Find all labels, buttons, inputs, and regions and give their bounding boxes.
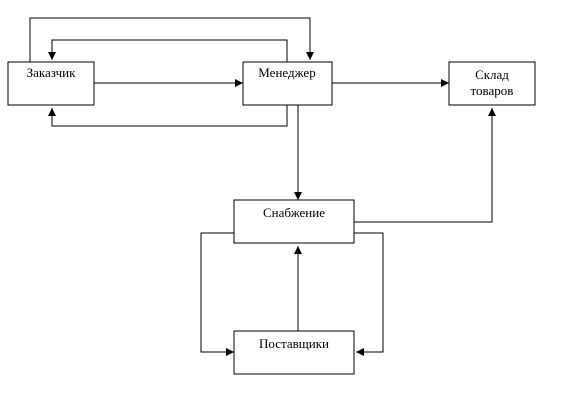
edge-supply-to-suppliers-left	[200, 232, 234, 356]
node-supply-label: Снабжение	[263, 205, 325, 220]
node-supply-box	[233, 199, 355, 244]
edge-manager-to-customer-bottom	[48, 105, 288, 127]
edges	[29, 17, 496, 356]
edge-manager-to-customer-top	[48, 39, 288, 62]
node-suppliers-box	[233, 330, 355, 375]
node-manager-box	[242, 61, 333, 106]
node-warehouse-label-line1: Склад	[475, 67, 509, 82]
node-manager-label: Менеджер	[258, 65, 315, 80]
edge-customer-to-manager-top	[29, 17, 314, 62]
node-supply: Снабжение	[233, 199, 355, 244]
edge-supply-to-suppliers-right	[354, 232, 384, 356]
node-warehouse: Склад товаров	[448, 61, 536, 106]
edge-supply-to-warehouse	[354, 108, 496, 223]
node-customer: Заказчик	[7, 61, 95, 106]
node-suppliers-label: Поставщики	[259, 336, 329, 351]
node-warehouse-label-line2: товаров	[471, 83, 514, 98]
node-suppliers: Поставщики	[233, 330, 355, 375]
node-warehouse-box	[448, 61, 536, 106]
node-customer-box	[7, 61, 95, 106]
node-customer-label: Заказчик	[27, 65, 77, 80]
node-manager: Менеджер	[242, 61, 333, 106]
